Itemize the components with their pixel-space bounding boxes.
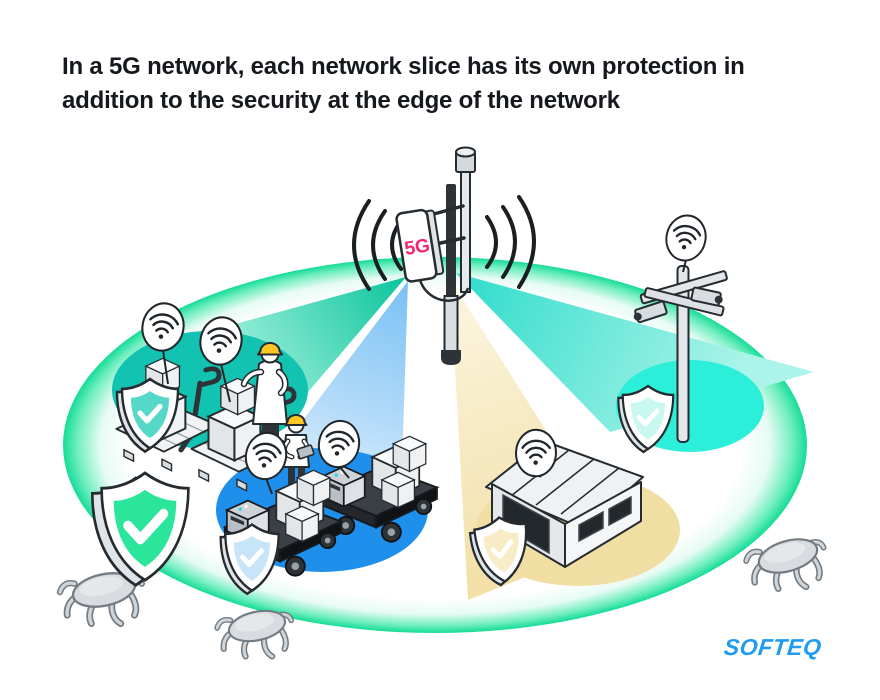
radio-waves-icon xyxy=(352,195,536,291)
tower-main-pole-lower xyxy=(443,295,459,353)
window xyxy=(578,510,604,543)
slice-shield-icon xyxy=(115,377,180,453)
agv-robots-group xyxy=(225,415,437,576)
window xyxy=(608,495,632,527)
spider-robot xyxy=(745,533,827,591)
slice-shield-icon xyxy=(617,384,675,454)
tower-crossbars xyxy=(432,204,466,246)
wifi-signal-icon xyxy=(661,210,711,266)
tower-base-cap xyxy=(441,350,461,365)
cctv-camera xyxy=(690,286,723,307)
tower-cable xyxy=(418,279,470,302)
cctv-pole xyxy=(633,210,728,443)
spider-robot xyxy=(217,606,291,656)
title-line-1: In a 5G network, each network slice has … xyxy=(62,53,745,80)
slice-shield-icon xyxy=(219,523,280,596)
edge-security-shield-icon xyxy=(90,471,190,587)
slice-shield-icon xyxy=(467,513,533,590)
title-line-2: addition to the security at the edge of … xyxy=(62,87,620,114)
tower-secondary-pole xyxy=(460,169,471,293)
cctv-camera xyxy=(633,300,668,324)
5g-antenna-box: 5G xyxy=(395,208,445,283)
5g-label: 5G xyxy=(403,235,431,260)
softeq-logo: SOFTEQ xyxy=(722,634,823,660)
pallet-trucks-group xyxy=(116,298,294,490)
5g-base-station: 5G xyxy=(352,146,536,365)
page-title: In a 5G network, each network slice has … xyxy=(62,50,822,118)
cylinder-top xyxy=(455,146,476,158)
